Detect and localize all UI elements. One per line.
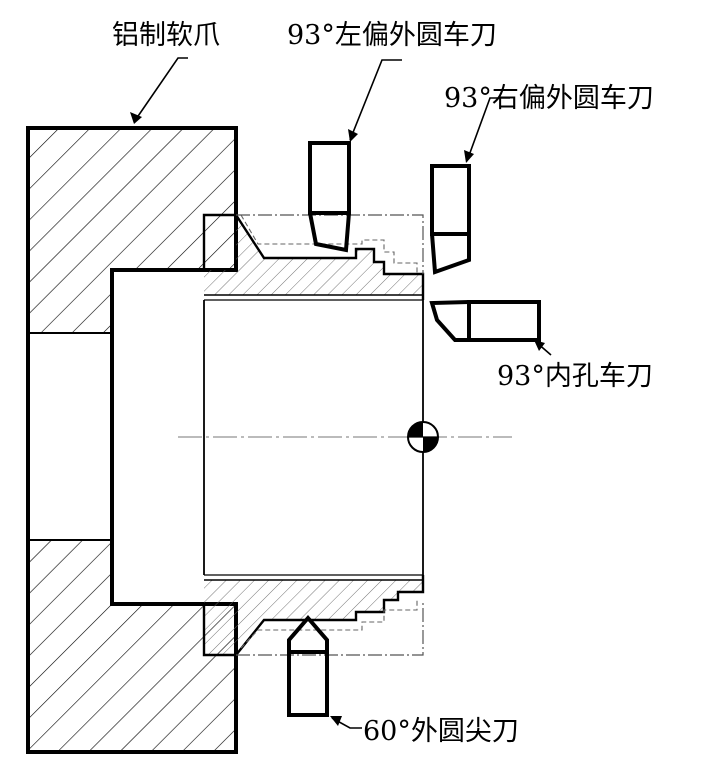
tool-93-right <box>430 164 471 275</box>
label-tool-93-left: 93°左偏外圆车刀 <box>287 20 497 51</box>
datum-symbol <box>407 421 439 453</box>
tool-60-thread <box>287 614 329 717</box>
label-tool-93-bore: 93°内孔车刀 <box>497 361 653 392</box>
workpiece-top-section <box>202 213 425 301</box>
label-tool-93-right: 93°右偏外圆车刀 <box>444 83 654 114</box>
label-aluminum-soft-jaw: 铝制软爪 <box>112 20 220 51</box>
soft-jaw <box>26 126 238 754</box>
tool-93-left <box>308 141 351 253</box>
workpiece-bottom-section <box>202 574 425 657</box>
tool-93-bore <box>429 300 541 342</box>
leader-lines <box>130 57 552 729</box>
label-tool-60-thread: 60°外圆尖刀 <box>363 716 519 747</box>
